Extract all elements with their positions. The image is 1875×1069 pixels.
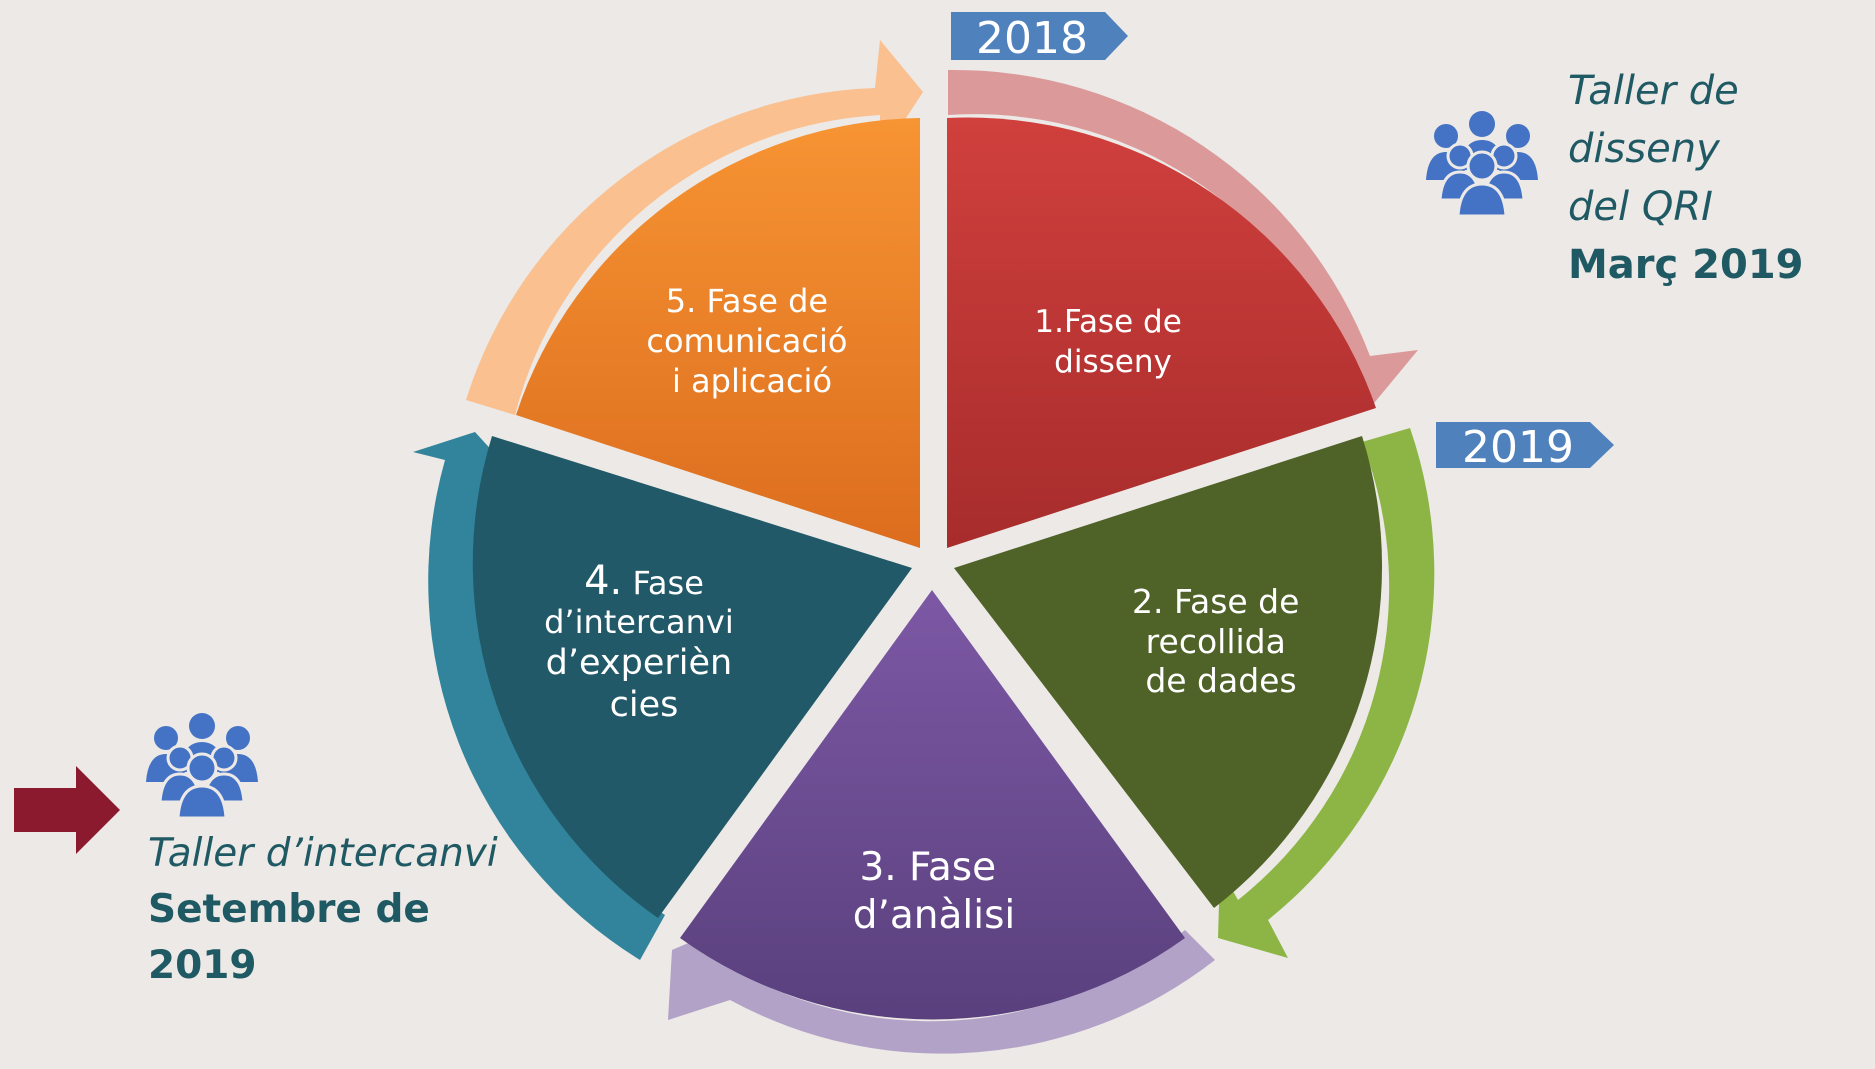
segment-5-label-line-2: comunicació xyxy=(646,322,847,360)
workshop-note-top: Taller de disseny del QRI Març 2019 xyxy=(1568,62,1875,294)
svg-text:2. Fase de recollida: 2. Fase de recollida de dades xyxy=(1132,582,1310,700)
segment-4-label-line-4: cies xyxy=(610,685,679,725)
svg-text:d’intercanvi d’experièn: d’intercanvi d’experièn cies xyxy=(544,603,744,725)
svg-text:4. Fase: 4. Fase xyxy=(584,558,704,604)
group-icon xyxy=(146,713,258,820)
segment-1-label-line-1: 1.Fase de xyxy=(1034,304,1181,340)
workshop-note-bottom: Taller d’intercanvi Setembre de 2019 xyxy=(148,826,498,994)
workshop-note-top-date: Març 2019 xyxy=(1568,242,1804,288)
segment-4-label-number: 4. xyxy=(584,558,622,604)
arrow-phase-2 xyxy=(1218,428,1435,958)
segment-1-label-line-2: disseny xyxy=(1054,344,1172,380)
segment-5-label-line-1: 5. Fase de xyxy=(666,282,828,320)
arrow-phase-1 xyxy=(948,69,1418,408)
year-tag-2019: 2019 xyxy=(1436,422,1614,473)
segment-phase-4 xyxy=(472,436,912,918)
segment-phase-2 xyxy=(954,436,1383,908)
segment-4-label-line-3: d’experièn xyxy=(546,643,733,683)
arrow-phase-5 xyxy=(466,40,923,415)
segment-2-label-line-1: 2. Fase de xyxy=(1132,582,1299,621)
segment-phase-5 xyxy=(516,118,920,548)
cycle-segments xyxy=(472,117,1383,1020)
segment-2-label-line-3: de dades xyxy=(1145,661,1296,700)
workshop-note-bottom-line-1: Taller d’intercanvi xyxy=(148,831,498,876)
pointer-arrow-icon xyxy=(14,766,120,854)
year-2018-label: 2018 xyxy=(976,13,1088,64)
year-tag-2018: 2018 xyxy=(951,12,1128,64)
year-2019-label: 2019 xyxy=(1462,422,1574,473)
segment-4-label-word: Fase xyxy=(622,564,704,602)
workshop-note-bottom-line-2: Setembre de xyxy=(148,887,430,932)
workshop-note-bottom-line-3: 2019 xyxy=(148,943,257,988)
segment-labels: 1.Fase de disseny 2. Fase de recollida d… xyxy=(544,282,1310,938)
svg-text:3. Fase d’anàlisi: 3. Fase d’anàlisi xyxy=(853,845,1016,938)
segment-phase-1 xyxy=(947,117,1376,549)
workshop-note-top-line-2: del QRI xyxy=(1568,184,1713,230)
segment-2-label-line-2: recollida xyxy=(1146,622,1286,661)
segment-3-label-line-1: 3. Fase xyxy=(859,845,996,890)
segment-3-label-line-2: d’anàlisi xyxy=(853,893,1016,938)
svg-text:5. Fase de comunicació: 5. Fase de comunicació i aplicació xyxy=(646,282,857,400)
group-icon xyxy=(1426,111,1538,218)
workshop-note-top-line-1: Taller de disseny xyxy=(1568,68,1739,172)
svg-text:1.Fase de disseny: 1.Fase de disseny xyxy=(1034,304,1191,380)
segment-5-label-line-3: i aplicació xyxy=(672,362,832,400)
arrow-phase-3 xyxy=(668,925,1215,1054)
segment-phase-3 xyxy=(680,590,1185,1020)
segment-4-label-line-2: d’intercanvi xyxy=(544,603,734,641)
